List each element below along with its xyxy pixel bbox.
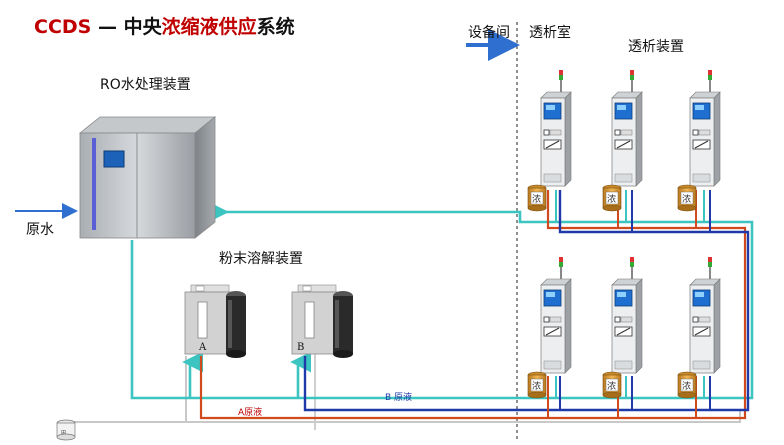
title-ccds: CCDS	[34, 16, 92, 38]
tank-a-label: A	[198, 342, 207, 353]
a-liquid-label: A原液	[238, 408, 263, 418]
concentrate-jug-label-3: 浓	[682, 194, 691, 205]
dialysis-machine-1	[540, 70, 572, 187]
ro-label: RO水处理装置	[100, 77, 191, 93]
dialysis-machine-3	[689, 70, 721, 187]
concentrate-jug-label-2: 浓	[607, 194, 616, 205]
grey-pipe	[66, 356, 741, 423]
svg-text:⊞: ⊞	[61, 429, 66, 436]
a-liquid-pipe	[199, 190, 747, 420]
b-liquid-label: B 原液	[385, 393, 413, 403]
dialysis-machine-5	[611, 257, 643, 374]
concentrate-jug-label-6: 浓	[682, 381, 691, 392]
dialysis-devices-label: 透析装置	[628, 39, 684, 55]
tank-b	[291, 284, 353, 358]
concentrate-jug-3: 浓	[677, 184, 697, 212]
tank-b-label: B	[297, 342, 304, 353]
page-title: CCDS — 中央浓缩液供应系统	[34, 12, 295, 39]
concentrate-jug-5: 浓	[602, 371, 622, 399]
concentrate-jug-1: 浓	[527, 184, 547, 212]
ro-machine	[78, 116, 217, 239]
concentrate-jug-label-4: 浓	[532, 381, 541, 392]
dialysis-machine-4	[540, 257, 572, 374]
concentrate-jug-label-1: 浓	[532, 194, 541, 205]
ro-water-pipe	[130, 201, 754, 400]
title-central: — 中央	[91, 16, 162, 38]
dialysis-room-label: 透析室	[529, 25, 571, 41]
concentrate-jug-6: 浓	[677, 371, 697, 399]
powder-dissolve-label: 粉末溶解装置	[219, 251, 303, 267]
equipment-room-label: 设备间	[468, 25, 510, 41]
concentrate-jug-label-5: 浓	[607, 381, 616, 392]
dialysis-machine-2	[611, 70, 643, 187]
tank-a	[184, 284, 246, 358]
concentrate-jug-4: 浓	[527, 371, 547, 399]
waste-drum: ⊞	[56, 419, 76, 441]
title-system: 系统	[256, 16, 295, 38]
title-concentrate: 浓缩液供应	[161, 16, 257, 38]
dialysis-machine-6	[689, 257, 721, 374]
concentrate-jug-2: 浓	[602, 184, 622, 212]
dialysis-devices: 浓浓浓浓浓浓	[527, 70, 721, 399]
raw-water-label: 原水	[26, 222, 54, 238]
